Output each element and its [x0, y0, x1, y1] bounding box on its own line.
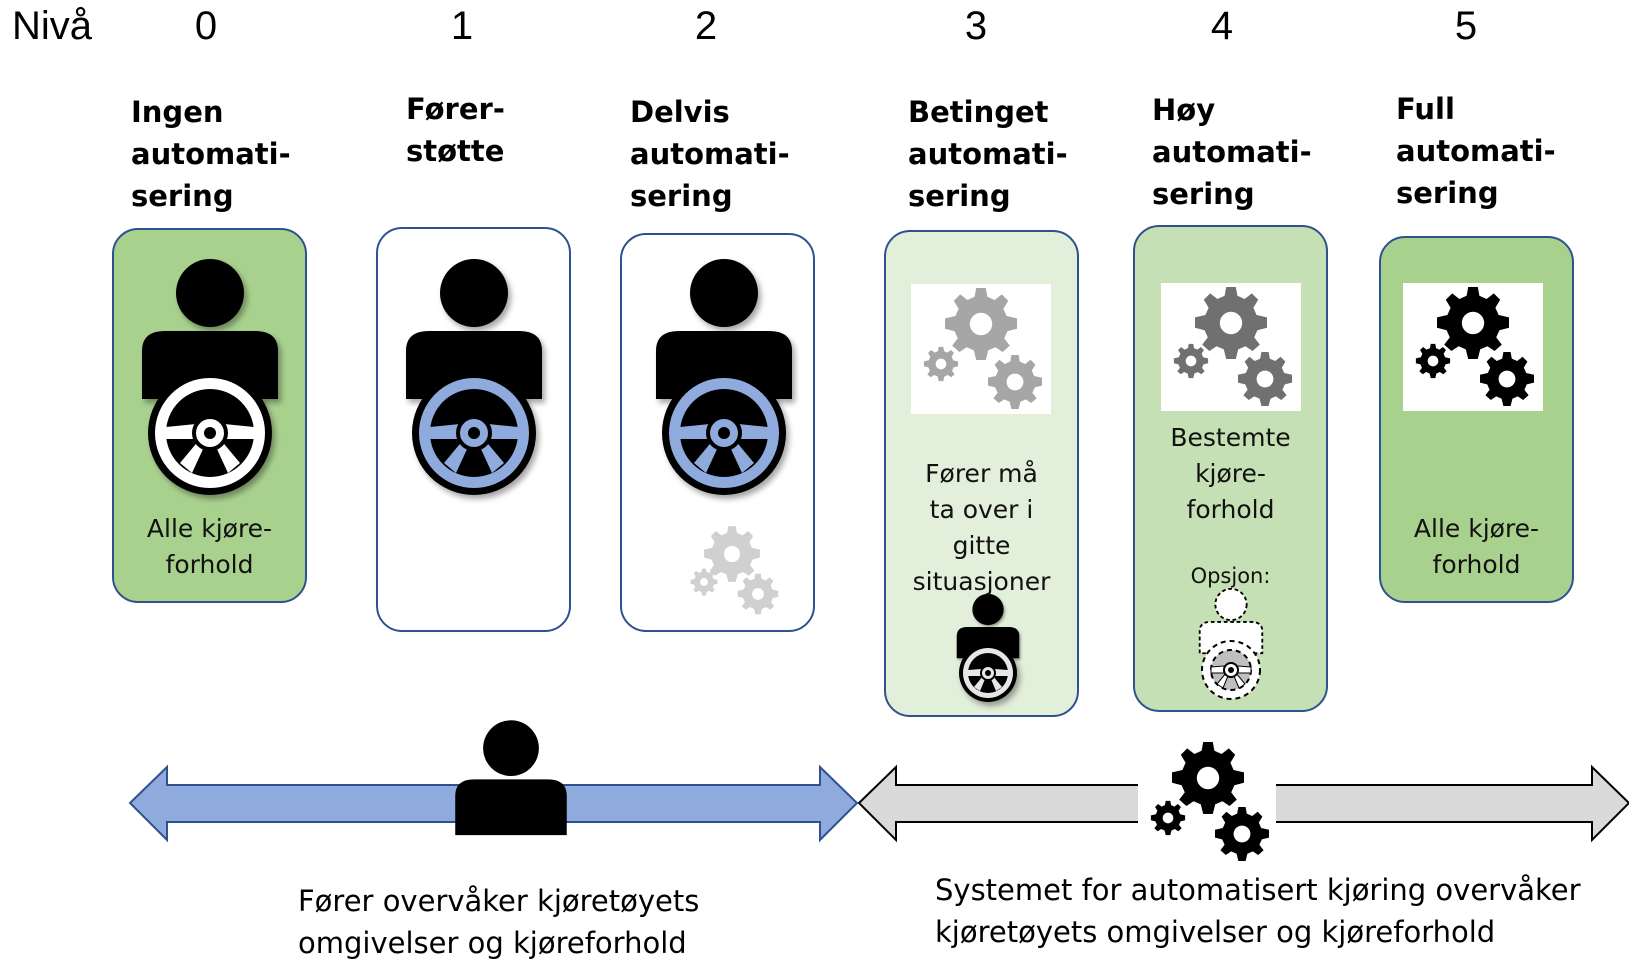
level-title-2: Delvis automati- sering: [630, 95, 790, 213]
level-title-5: Full automati- sering: [1396, 92, 1556, 210]
level-number-4: 4: [1210, 4, 1234, 48]
level-title-0: Ingen automati- sering: [131, 95, 291, 213]
driver-icon: [455, 720, 567, 836]
gears-icon: [911, 284, 1051, 414]
level-number-3: 3: [964, 4, 988, 48]
option-label: Opsjon:: [1190, 564, 1271, 588]
steering-wheel-icon: [959, 644, 1017, 702]
steering-wheel-icon: [662, 371, 786, 495]
level-caption-3: Fører må ta over i gitte situasjoner: [912, 459, 1051, 596]
steering-wheel-icon: [1201, 640, 1261, 700]
level-number-0: 0: [194, 4, 218, 48]
axis-label: Nivå: [12, 4, 93, 48]
driver-monitors-text: Fører overvåker kjøretøyets omgivelser o…: [298, 884, 700, 959]
gears-icon: [1161, 283, 1301, 411]
level-number-1: 1: [450, 4, 474, 48]
level-title-1: Fører- støtte: [406, 92, 505, 168]
level-caption-4: Bestemte kjøre- forhold: [1170, 423, 1291, 524]
gears-icon: [1403, 283, 1543, 411]
level-caption-0: Alle kjøre- forhold: [146, 514, 273, 579]
level-title-4: Høy automati- sering: [1152, 93, 1312, 211]
level-caption-5: Alle kjøre- forhold: [1413, 514, 1540, 579]
level-number-2: 2: [694, 4, 718, 48]
gears-icon: [1150, 742, 1269, 861]
steering-wheel-icon: [412, 371, 536, 495]
system-monitors-text: Systemet for automatisert kjøring overvå…: [935, 873, 1581, 949]
steering-wheel-icon: [148, 371, 272, 495]
level-title-3: Betinget automati- sering: [908, 95, 1068, 213]
level-number-5: 5: [1454, 4, 1478, 48]
gears-icon: [690, 526, 779, 615]
